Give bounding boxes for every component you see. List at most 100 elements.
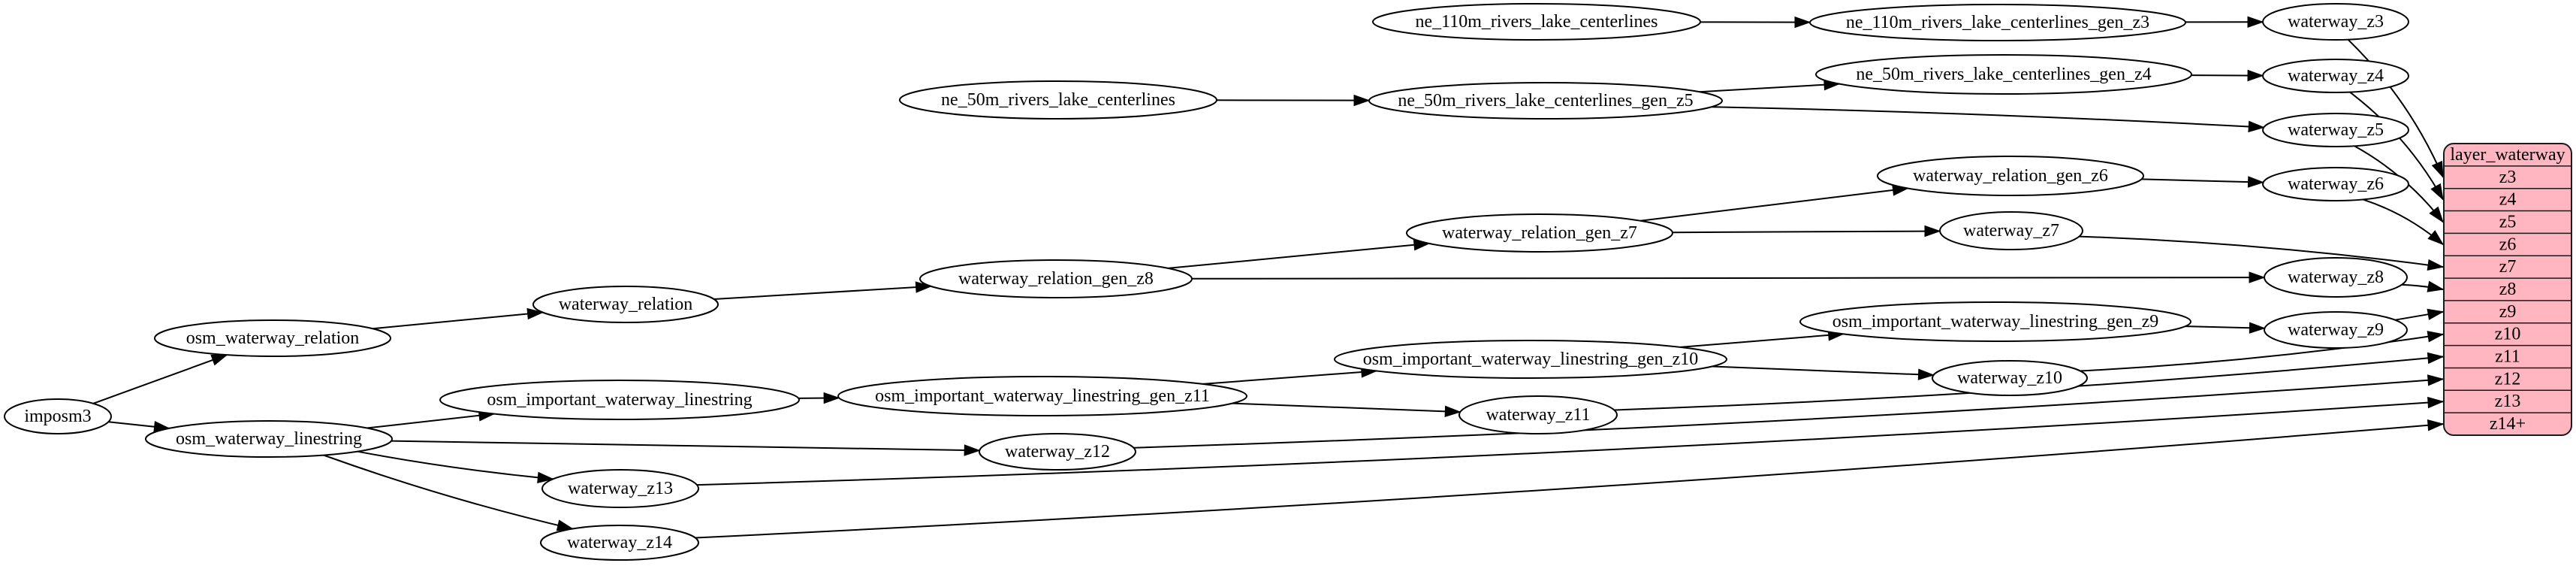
arrowhead-icon — [2248, 71, 2263, 81]
edge-line — [1712, 107, 2264, 127]
edge-ne_50m_rivers_lake_centerlines_gen_z4-to-waterway_z4 — [2191, 71, 2263, 81]
edge-waterway_z6-to-layer_waterway-z6 — [2363, 199, 2444, 244]
node-label: ne_50m_rivers_lake_centerlines_gen_z4 — [1856, 65, 2151, 84]
node-osm_important_waterway_linestring_gen_z9: osm_important_waterway_linestring_gen_z9 — [1800, 302, 2191, 341]
edge-line — [1168, 244, 1429, 268]
node-label: waterway_z8 — [2288, 268, 2384, 287]
node-waterway_z10: waterway_z10 — [1932, 361, 2087, 395]
node-label: waterway_relation_gen_z8 — [958, 269, 1154, 289]
edge-line — [373, 313, 542, 329]
edge-line — [2141, 179, 2263, 182]
node-waterway_z13: waterway_z13 — [542, 470, 698, 507]
node-ne_50m_rivers_lake_centerlines_gen_z4: ne_50m_rivers_lake_centerlines_gen_z4 — [1816, 55, 2191, 94]
arrowhead-icon — [2248, 177, 2263, 187]
record-row-label-z6: z6 — [2499, 235, 2517, 254]
arrowhead-icon — [2433, 162, 2443, 177]
edge-osm_important_waterway_linestring_gen_z11-to-osm_important_waterway_linestring_gen_z10 — [1203, 367, 1377, 384]
node-waterway_z9: waterway_z9 — [2264, 312, 2407, 348]
edge-line — [695, 424, 2443, 537]
edge-line — [1232, 404, 1460, 413]
arrowhead-icon — [824, 393, 839, 404]
node-label: waterway_relation_gen_z7 — [1442, 223, 1637, 243]
record-row-label-z13: z13 — [2495, 392, 2521, 411]
edge-line — [714, 286, 931, 299]
node-waterway_z6: waterway_z6 — [2263, 168, 2409, 201]
node-label: ne_110m_rivers_lake_centerlines_gen_z3 — [1846, 13, 2149, 32]
edge-line — [1681, 334, 1844, 347]
node-label: waterway_z14 — [567, 533, 672, 552]
node-label: osm_waterway_linestring — [176, 429, 362, 449]
arrowhead-icon — [964, 445, 979, 456]
node-label: osm_important_waterway_linestring_gen_z1… — [1363, 350, 1699, 369]
node-label: waterway_relation_gen_z6 — [1913, 166, 2108, 186]
node-label: waterway_z5 — [2288, 120, 2384, 140]
edge-line — [1640, 189, 1908, 221]
arrowhead-icon — [1795, 17, 1810, 28]
edge-ne_50m_rivers_lake_centerlines_gen_z5-to-waterway_z5 — [1712, 107, 2264, 132]
node-waterway_z14: waterway_z14 — [541, 525, 698, 560]
node-label: waterway_z10 — [1957, 368, 2062, 388]
edge-osm_important_waterway_linestring-to-osm_important_waterway_linestring_gen_z11 — [798, 393, 839, 404]
node-label: osm_important_waterway_linestring_gen_z1… — [875, 386, 1210, 406]
arrowhead-icon — [2428, 231, 2443, 244]
edge-waterway_relation_gen_z8-to-waterway_z8 — [1192, 272, 2264, 283]
arrowhead-icon — [2428, 420, 2444, 431]
edge-line — [2080, 237, 2444, 268]
edge-line — [93, 355, 227, 404]
record-row-label-z11: z11 — [2495, 347, 2520, 367]
node-waterway_relation_gen_z8: waterway_relation_gen_z8 — [920, 260, 1192, 298]
node-waterway_z5: waterway_z5 — [2263, 113, 2409, 147]
node-waterway_relation_gen_z7: waterway_relation_gen_z7 — [1407, 214, 1673, 252]
edge-line — [1192, 277, 2264, 279]
edge-line — [1203, 371, 1377, 384]
arrowhead-icon — [1354, 95, 1369, 106]
record-row-label-z14+: z14+ — [2490, 414, 2526, 434]
arrowhead-icon — [1925, 226, 1940, 237]
node-osm_waterway_relation: osm_waterway_relation — [155, 320, 391, 356]
node-osm_important_waterway_linestring_gen_z11: osm_important_waterway_linestring_gen_z1… — [838, 377, 1247, 416]
node-label: osm_important_waterway_linestring_gen_z9 — [1832, 312, 2159, 331]
edge-line — [357, 452, 553, 480]
arrowhead-icon — [2427, 260, 2443, 271]
node-label: waterway_relation — [559, 295, 693, 314]
node-waterway_z3: waterway_z3 — [2263, 4, 2409, 40]
arrowhead-icon — [2428, 375, 2444, 386]
node-label: ne_50m_rivers_lake_centerlines_gen_z5 — [1398, 91, 1693, 110]
edge-line — [367, 414, 495, 428]
edge-ne_50m_rivers_lake_centerlines_gen_z5-to-ne_50m_rivers_lake_centerlines_gen_z4 — [1700, 80, 1839, 92]
node-label: osm_waterway_relation — [186, 328, 360, 348]
node-label: waterway_z9 — [2288, 320, 2384, 340]
edge-line — [1133, 379, 2443, 447]
arrowhead-icon — [2249, 322, 2264, 333]
edge-waterway_relation_gen_z8-to-waterway_relation_gen_z7 — [1168, 240, 1429, 268]
edge-waterway_relation_gen_z7-to-waterway_z7 — [1673, 226, 1940, 237]
node-label: waterway_z3 — [2288, 12, 2384, 32]
node-imposm3: imposm3 — [5, 399, 111, 434]
record-row-label-z8: z8 — [2499, 280, 2517, 299]
edge-waterway_relation_gen_z6-to-waterway_z6 — [2141, 177, 2263, 187]
edge-line — [1673, 232, 1940, 233]
arrowhead-icon — [2249, 121, 2264, 132]
node-waterway_z4: waterway_z4 — [2263, 59, 2409, 92]
edge-waterway_relation-to-waterway_relation_gen_z8 — [714, 282, 931, 299]
node-ne_50m_rivers_lake_centerlines_gen_z5: ne_50m_rivers_lake_centerlines_gen_z5 — [1369, 83, 1722, 119]
node-label: osm_important_waterway_linestring — [487, 390, 752, 410]
edge-line — [1700, 84, 1839, 92]
edge-waterway_z9-to-layer_waterway-z9 — [2395, 309, 2443, 319]
node-label: waterway_z13 — [568, 479, 673, 498]
arrowhead-icon — [2427, 353, 2443, 363]
node-layer_waterway: layer_waterwayz3z4z5z6z7z8z9z10z11z12z13… — [2444, 144, 2571, 435]
node-label: waterway_z6 — [2288, 174, 2384, 194]
edge-osm_waterway_linestring-to-osm_important_waterway_linestring — [367, 410, 495, 428]
node-label: waterway_z7 — [1963, 221, 2059, 241]
edge-osm_waterway_linestring-to-waterway_z12 — [391, 441, 979, 456]
record-row-label-z7: z7 — [2499, 257, 2517, 277]
node-osm_important_waterway_linestring: osm_important_waterway_linestring — [440, 380, 799, 419]
arrowhead-icon — [1445, 406, 1460, 416]
node-label: ne_50m_rivers_lake_centerlines — [941, 90, 1175, 110]
arrowhead-icon — [2248, 17, 2263, 27]
record-title: layer_waterway — [2450, 145, 2565, 165]
node-label: imposm3 — [24, 407, 91, 426]
